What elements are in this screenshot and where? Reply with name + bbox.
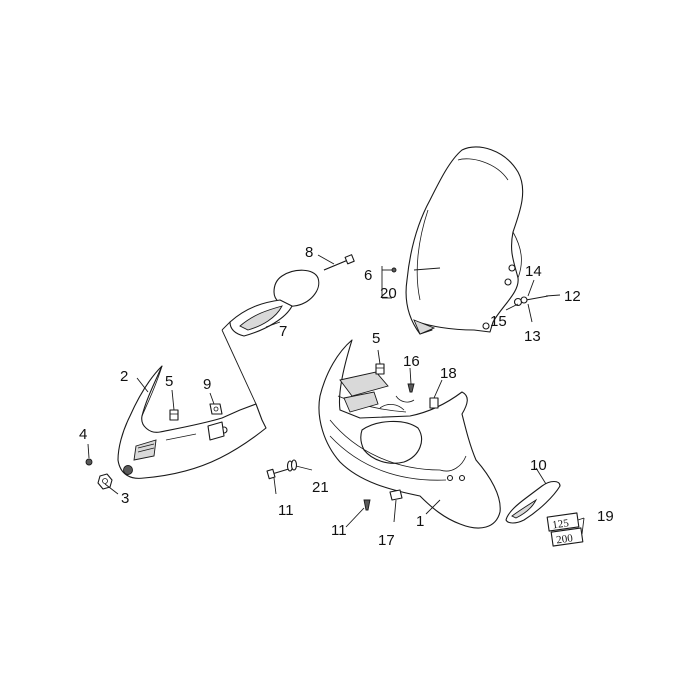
callout-3: 3 (121, 490, 129, 507)
callout-1: 1 (416, 513, 424, 530)
callout-6: 6 (364, 267, 372, 284)
callout-5-right: 5 (372, 330, 380, 347)
windscreen-part (405, 146, 524, 335)
callout-18: 18 (440, 365, 457, 382)
callout-15: 15 (490, 313, 507, 330)
callout-10: 10 (530, 457, 547, 474)
badge-125: 125 (546, 512, 580, 532)
callout-14: 14 (525, 263, 542, 280)
callout-7: 7 (279, 323, 287, 340)
clip-5-right (375, 363, 385, 375)
callout-5-left: 5 (165, 373, 173, 390)
callout-16: 16 (403, 353, 420, 370)
callout-20: 20 (380, 285, 397, 302)
callout-11-lower: 11 (331, 522, 347, 539)
screw-11-and-washer-21 (266, 459, 298, 480)
side-cap-part (505, 480, 561, 524)
callout-2: 2 (120, 368, 128, 385)
side-panel-part (117, 365, 267, 479)
callout-19: 19 (597, 508, 614, 525)
clip-5-left (169, 409, 179, 421)
badge-200-text: 200 (556, 532, 575, 546)
cowl-inner-shade (343, 391, 379, 413)
clip-9 (209, 403, 223, 415)
badge-125-text: 125 (552, 517, 571, 531)
mirror-part (229, 269, 320, 337)
callout-labels: 1 2 3 4 5 5 6 7 8 9 10 11 11 12 13 14 15… (79, 244, 614, 549)
screw-16 (407, 383, 415, 393)
clip-18 (429, 397, 439, 409)
callout-21: 21 (312, 479, 329, 496)
screw-12-assembly (513, 295, 549, 307)
callout-8: 8 (305, 244, 313, 261)
callout-13: 13 (524, 328, 541, 345)
clip-17 (389, 489, 403, 501)
screw-8 (323, 254, 355, 271)
badge-200: 200 (550, 527, 584, 547)
leader-lines (87, 254, 585, 535)
nut-3 (97, 473, 113, 490)
screw-11-lower (363, 499, 371, 511)
callout-17: 17 (378, 532, 395, 549)
callout-12: 12 (564, 288, 581, 305)
callout-4: 4 (79, 426, 87, 443)
callout-9: 9 (203, 376, 211, 393)
callout-11-upper: 11 (278, 502, 294, 519)
screw-4 (85, 458, 93, 466)
